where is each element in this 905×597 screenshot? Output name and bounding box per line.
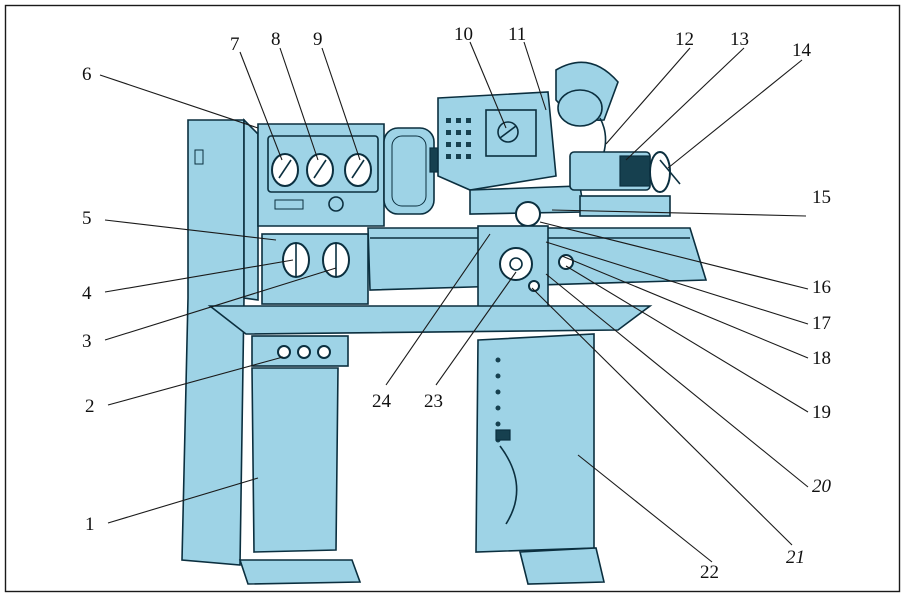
leader-20 — [545, 273, 809, 488]
leader-10 — [469, 41, 507, 129]
label-8: 8 — [271, 29, 281, 50]
label-5: 5 — [82, 208, 92, 229]
leader-7 — [239, 51, 283, 161]
label-11: 11 — [508, 24, 526, 45]
chip-guard — [437, 91, 557, 191]
label-7: 7 — [230, 34, 240, 55]
leader-23 — [435, 271, 517, 386]
leader-1 — [107, 477, 259, 524]
leader-21 — [531, 287, 793, 546]
leader-9 — [321, 47, 361, 161]
label-20: 20 — [812, 476, 832, 497]
label-23: 23 — [424, 391, 443, 412]
leader-19 — [565, 265, 809, 413]
label-14: 14 — [792, 40, 812, 61]
leader-22 — [577, 454, 713, 563]
label-24: 24 — [372, 391, 392, 412]
label-6: 6 — [82, 64, 92, 85]
label-13: 13 — [730, 29, 749, 50]
leader-3 — [104, 267, 337, 341]
label-3: 3 — [82, 331, 92, 352]
label-9: 9 — [313, 29, 323, 50]
leader-4 — [104, 259, 294, 293]
leader-17 — [545, 241, 809, 325]
leader-8 — [279, 47, 319, 161]
gearbox — [261, 233, 369, 305]
leader-2 — [107, 356, 284, 406]
label-12: 12 — [675, 29, 694, 50]
label-2: 2 — [85, 396, 95, 417]
pedestal-right — [475, 333, 606, 585]
headstock — [257, 123, 385, 227]
leader-lines — [99, 41, 809, 563]
leader-14 — [667, 59, 803, 169]
leader-13 — [625, 47, 745, 161]
leader-18 — [561, 255, 809, 359]
label-16: 16 — [812, 277, 831, 298]
tailstock — [569, 151, 681, 217]
pedestal-left — [238, 367, 362, 585]
label-10: 10 — [454, 24, 473, 45]
label-4: 4 — [82, 283, 92, 304]
label-15: 15 — [812, 187, 831, 208]
leader-15 — [551, 209, 807, 217]
leader-6 — [99, 74, 259, 129]
leader-24 — [385, 233, 491, 386]
label-18: 18 — [812, 348, 831, 369]
label-21: 21 — [786, 547, 805, 568]
leader-5 — [104, 219, 277, 241]
label-22: 22 — [700, 562, 719, 583]
leader-16 — [539, 221, 809, 290]
callout-labels: 1 2 3 4 5 6 7 8 9 10 11 12 13 14 15 16 1… — [82, 24, 832, 583]
leader-11 — [523, 41, 547, 111]
label-17: 17 — [812, 313, 831, 334]
label-1: 1 — [85, 514, 95, 535]
leader-12 — [605, 47, 691, 145]
table-top — [207, 305, 653, 335]
label-19: 19 — [812, 402, 831, 423]
figure-frame — [4, 4, 901, 593]
carriage — [469, 185, 585, 311]
